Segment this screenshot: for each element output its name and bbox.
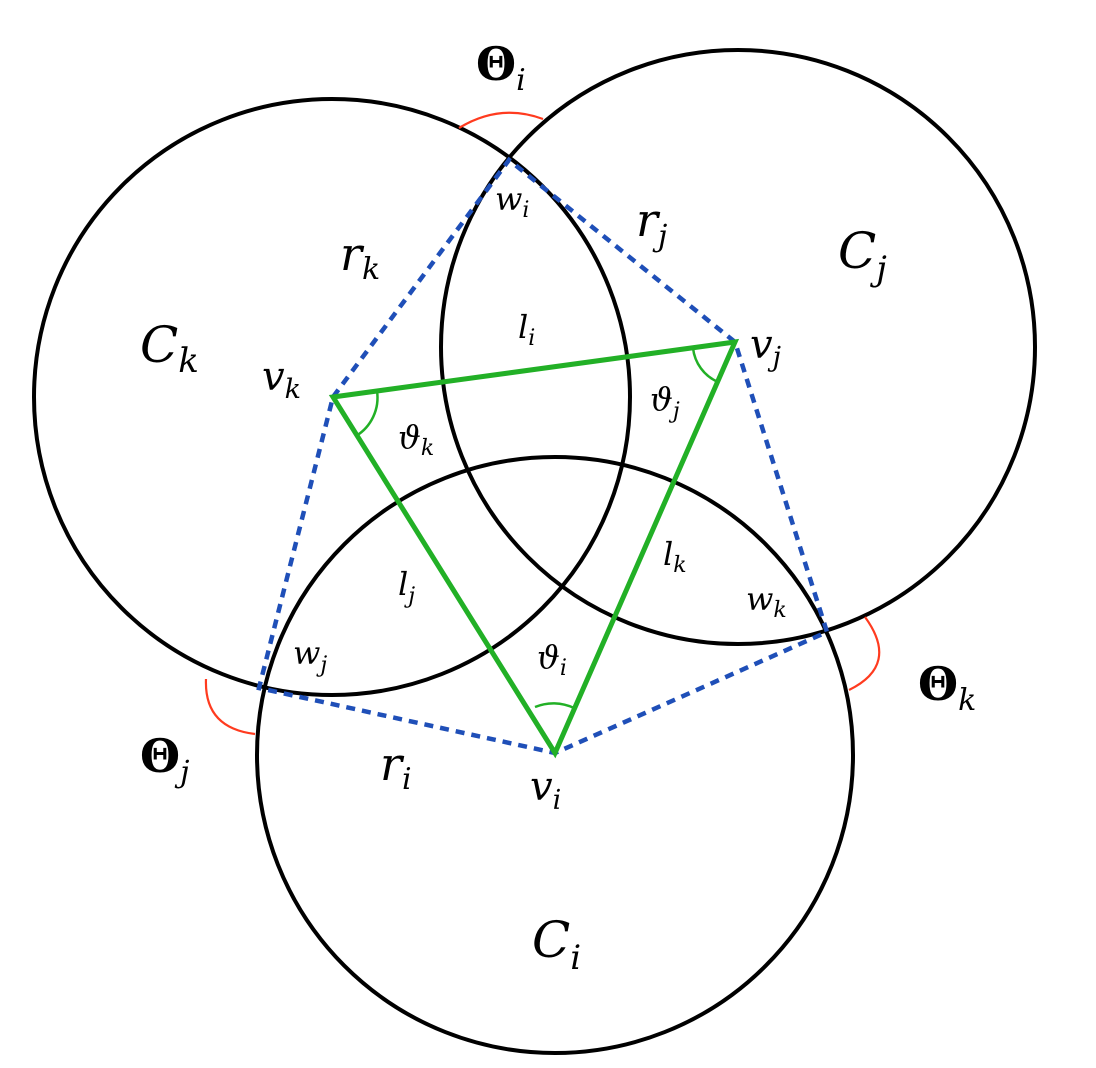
circle-ck — [32, 97, 632, 697]
vertex-label-vk: vk — [262, 354, 301, 405]
edge-label-lk: lk — [663, 535, 687, 578]
intersection-label-wk: wk — [746, 580, 787, 623]
dashed-radius-path — [256, 156, 830, 756]
circle-ci — [255, 455, 855, 1055]
interior-angle-label-k: ϑk — [398, 418, 434, 461]
vertex-label-vi: vi — [530, 764, 561, 816]
circle-label-ck: Ck — [140, 316, 199, 381]
interior-angle-arc-k — [355, 390, 379, 438]
intersection-label-wj: wj — [293, 634, 327, 678]
edge-label-lj: lj — [398, 565, 415, 609]
circle-label-cj: Cj — [838, 222, 887, 289]
circle-label-ci: Ci — [532, 911, 581, 978]
exterior-angle-label-i: Θi — [476, 37, 526, 98]
interior-angle-arc-i — [534, 702, 575, 710]
interior-angle-label-i: ϑi — [537, 638, 567, 681]
interior-angle-arc-j — [691, 347, 719, 384]
green-triangle — [328, 338, 740, 759]
radius-label-ri: ri — [380, 737, 412, 797]
edge-label-li: li — [518, 308, 535, 351]
exterior-angle-arc-i — [458, 111, 544, 129]
radius-label-rj: rj — [636, 193, 667, 254]
exterior-angle-arc-k — [848, 616, 881, 691]
radius-label-rk: rk — [340, 227, 380, 287]
vertex-label-vj: vj — [750, 322, 781, 373]
intersection-label-wi: wi — [495, 180, 529, 223]
interior-angle-label-j: ϑj — [650, 380, 680, 424]
exterior-angle-arc-j — [204, 678, 256, 736]
exterior-angle-label-k: Θk — [918, 657, 976, 718]
exterior-angle-label-j: Θj — [140, 729, 189, 790]
circle-cj — [439, 48, 1037, 646]
